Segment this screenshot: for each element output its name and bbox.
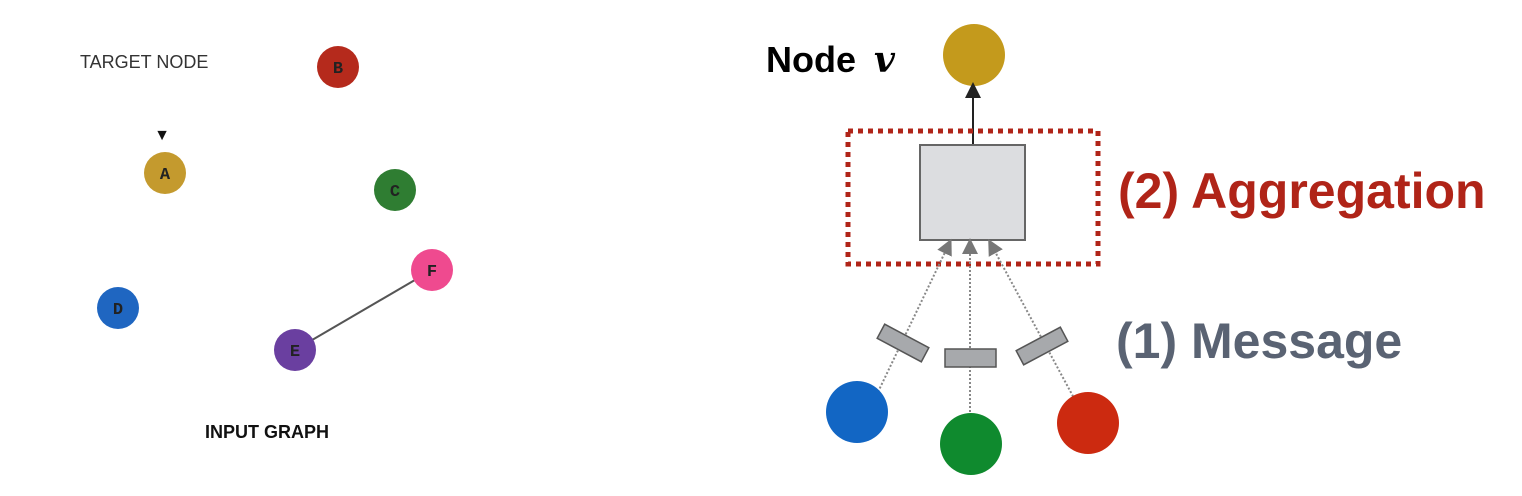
message-line-right xyxy=(988,238,1076,401)
node-v-label-variable: v xyxy=(874,39,896,81)
graph-node-e-label: E xyxy=(290,343,300,362)
target-node-v xyxy=(943,24,1005,86)
graph-node-c-label: C xyxy=(390,183,400,202)
graph-node-e: E xyxy=(274,329,316,371)
node-v-label-prefix: Node xyxy=(766,39,856,80)
target-node-label: TARGET NODE xyxy=(80,52,208,72)
neighbor-node-green xyxy=(940,413,1002,475)
graph-node-b-circle xyxy=(317,46,359,88)
neighbor-node-red xyxy=(1057,392,1119,454)
input-graph-caption: INPUT GRAPH xyxy=(205,422,329,442)
message-label: (1) Message xyxy=(1116,313,1402,369)
graph-node-c-circle xyxy=(374,169,416,211)
aggregation-function-box xyxy=(919,144,1026,241)
message-box-right xyxy=(1015,326,1069,366)
neighbor-node-blue xyxy=(826,381,888,443)
input-graph-panel: TARGET NODE ▼ A B C D E F INPUT GRAPH xyxy=(80,46,453,442)
graph-node-b-label: B xyxy=(333,60,343,79)
aggregation-dotted-box xyxy=(845,128,1101,267)
node-v-label: Node v xyxy=(766,39,896,81)
gnn-layer-panel: Node v (2) Aggregation (1) Message xyxy=(766,24,1486,475)
graph-node-f-circle xyxy=(411,249,453,291)
graph-node-d-label: D xyxy=(113,301,123,320)
graph-node-d: D xyxy=(97,287,139,329)
graph-edge-e-f xyxy=(294,269,433,351)
graph-node-f-label: F xyxy=(427,263,437,282)
graph-node-a-circle xyxy=(144,152,186,194)
graph-node-d-circle xyxy=(97,287,139,329)
message-box-center xyxy=(944,348,997,368)
graph-node-a: A xyxy=(144,152,186,194)
message-line-left xyxy=(877,238,952,393)
graph-node-f: F xyxy=(411,249,453,291)
graph-node-b: B xyxy=(317,46,359,88)
target-pointer-icon: ▼ xyxy=(154,127,170,144)
graph-node-c: C xyxy=(374,169,416,211)
aggregation-label: (2) Aggregation xyxy=(1118,163,1486,219)
graph-node-a-label: A xyxy=(160,166,171,185)
graph-node-e-circle xyxy=(274,329,316,371)
message-box-left xyxy=(876,323,930,363)
